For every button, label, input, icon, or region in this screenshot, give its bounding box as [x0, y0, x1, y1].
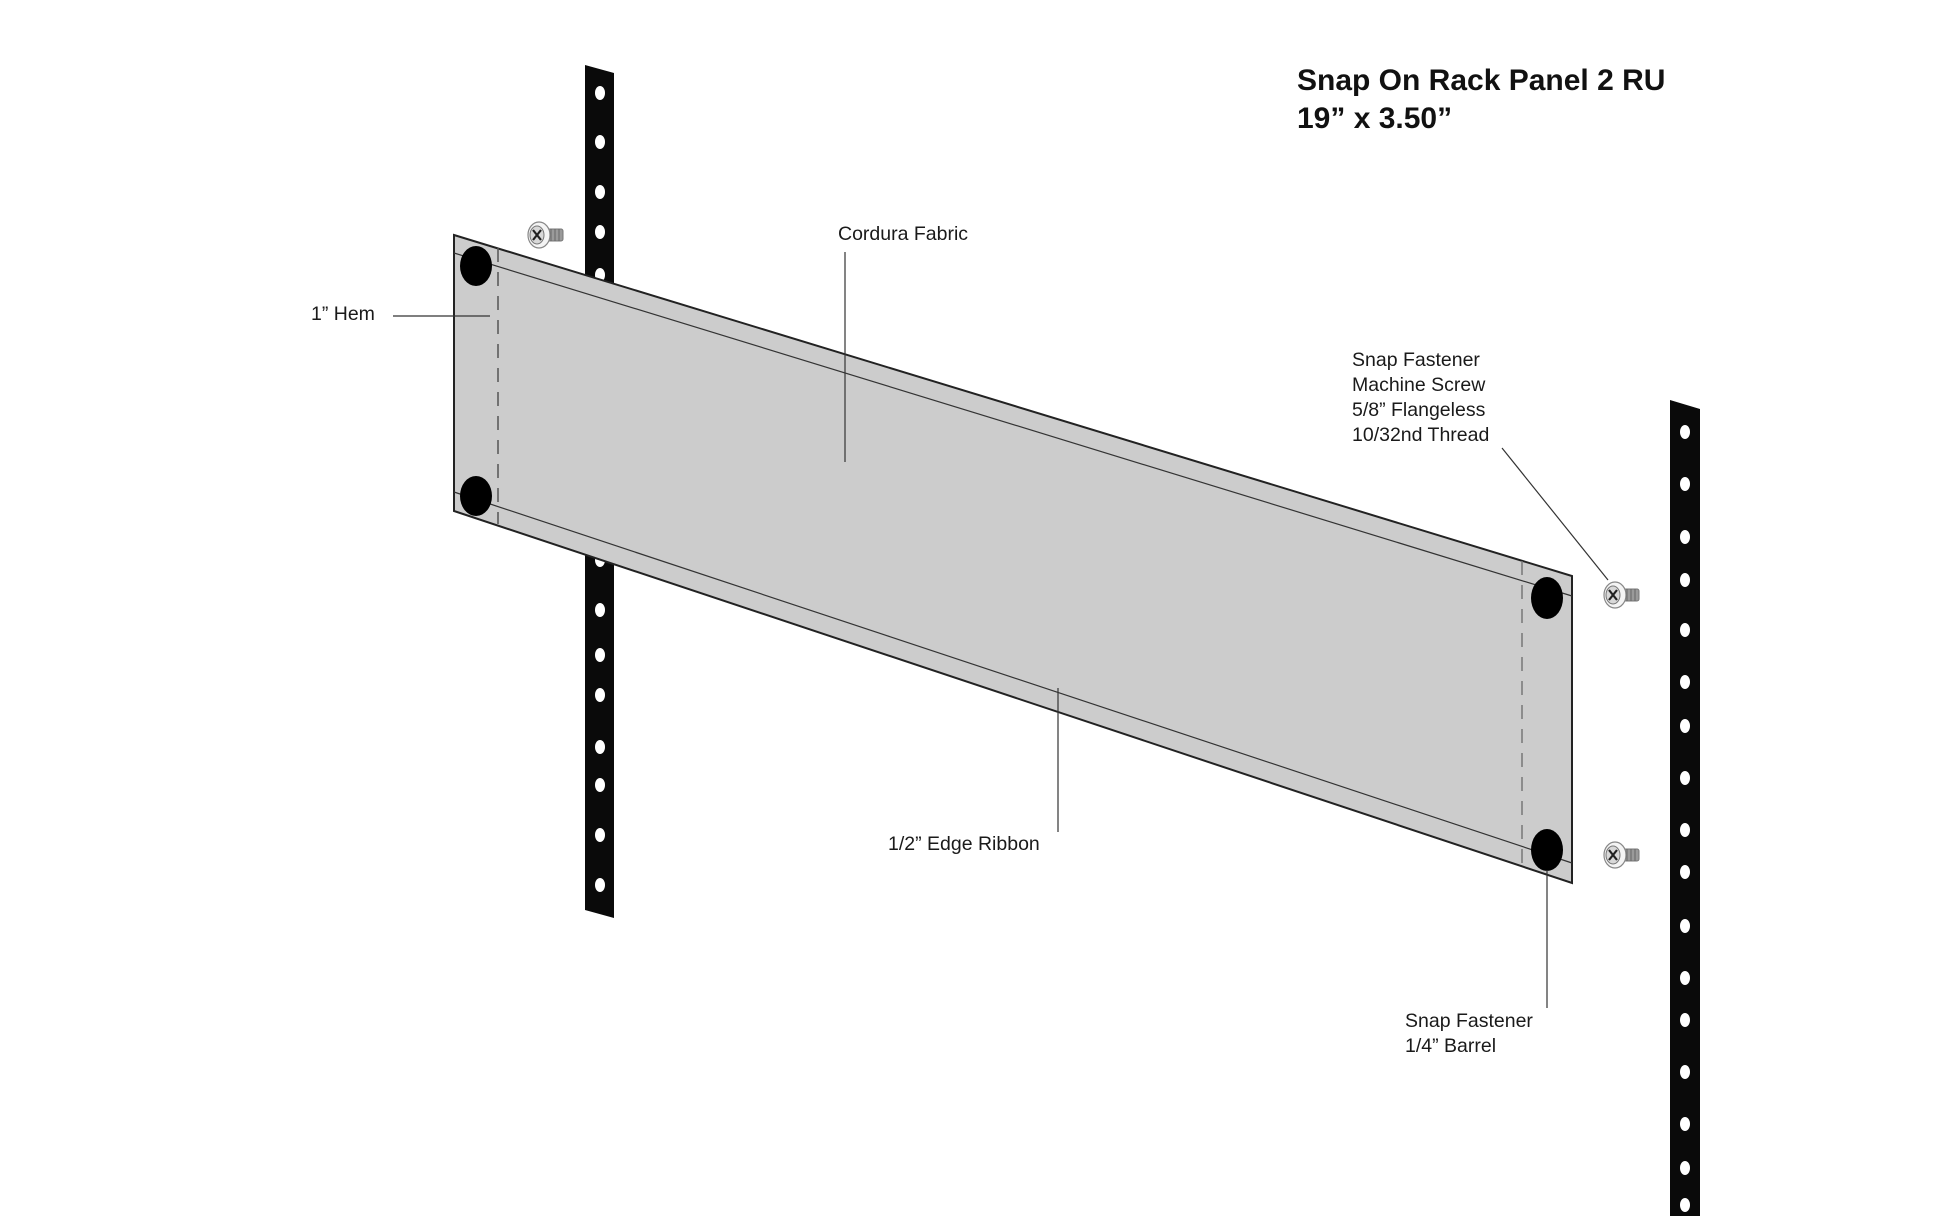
label-screw-line-1: Snap Fastener	[1352, 349, 1480, 371]
machine-screw-top-right	[1602, 580, 1641, 610]
label-screw-line-2: Machine Screw	[1352, 374, 1486, 396]
title-line-2: 19” x 3.50”	[1297, 102, 1453, 135]
edge-ribbon-top	[453, 252, 1573, 597]
snap-fastener-top-left	[460, 246, 492, 286]
fabric-panel	[453, 233, 1573, 885]
label-machine-screw: Snap Fastener Machine Screw 5/8” Flangel…	[1352, 348, 1489, 448]
label-screw-line-4: 10/32nd Thread	[1352, 424, 1490, 446]
rack-rail-right	[1670, 400, 1700, 1216]
diagram-title: Snap On Rack Panel 2 RU 19” x 3.50”	[1297, 62, 1665, 138]
title-line-1: Snap On Rack Panel 2 RU	[1297, 64, 1666, 97]
label-screw-line-3: 5/8” Flangeless	[1352, 399, 1486, 421]
leader-lines	[393, 252, 1609, 1008]
edge-ribbon-bottom	[453, 491, 1573, 864]
label-cordura-fabric: Cordura Fabric	[838, 223, 969, 245]
label-barrel-line-1: Snap Fastener	[1405, 1010, 1533, 1032]
leader-screw	[1501, 447, 1609, 581]
snap-fastener-bottom-right	[1531, 829, 1563, 871]
label-hem: 1” Hem	[311, 303, 375, 325]
machine-screw-bottom-right	[1602, 840, 1641, 870]
label-barrel-line-2: 1/4” Barrel	[1405, 1035, 1497, 1057]
snap-fastener-top-right	[1531, 577, 1563, 619]
label-snap-barrel: Snap Fastener 1/4” Barrel	[1405, 1009, 1533, 1059]
label-edge-ribbon: 1/2” Edge Ribbon	[888, 833, 1040, 855]
machine-screw-top-left	[526, 220, 565, 250]
snap-fastener-bottom-left	[460, 476, 492, 516]
